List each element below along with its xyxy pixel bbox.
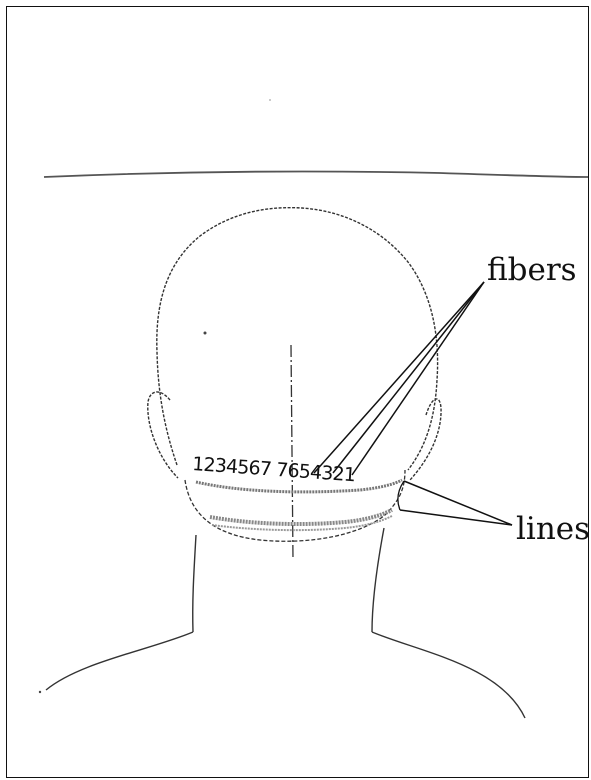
head-outline [157,208,438,470]
lower-line-band-2 [212,516,392,530]
neck-right [372,528,384,632]
horizontal-rule [44,172,588,177]
speck [269,99,271,101]
shoulder-left [46,632,193,690]
lines-pointer-bracket [398,481,404,510]
left-ear [148,392,178,478]
lower-line-band [210,510,392,524]
speck [39,691,41,693]
head-dot [204,332,207,335]
fibers-pointer-3 [352,282,484,475]
fibers-pointer-2 [333,282,484,473]
fibers-pointer-1 [314,282,484,473]
midline [291,345,293,560]
neck-left [193,535,196,632]
shoulder-right [372,632,525,718]
lines-label: lines [516,514,590,545]
fibers-label: fibers [487,255,577,286]
